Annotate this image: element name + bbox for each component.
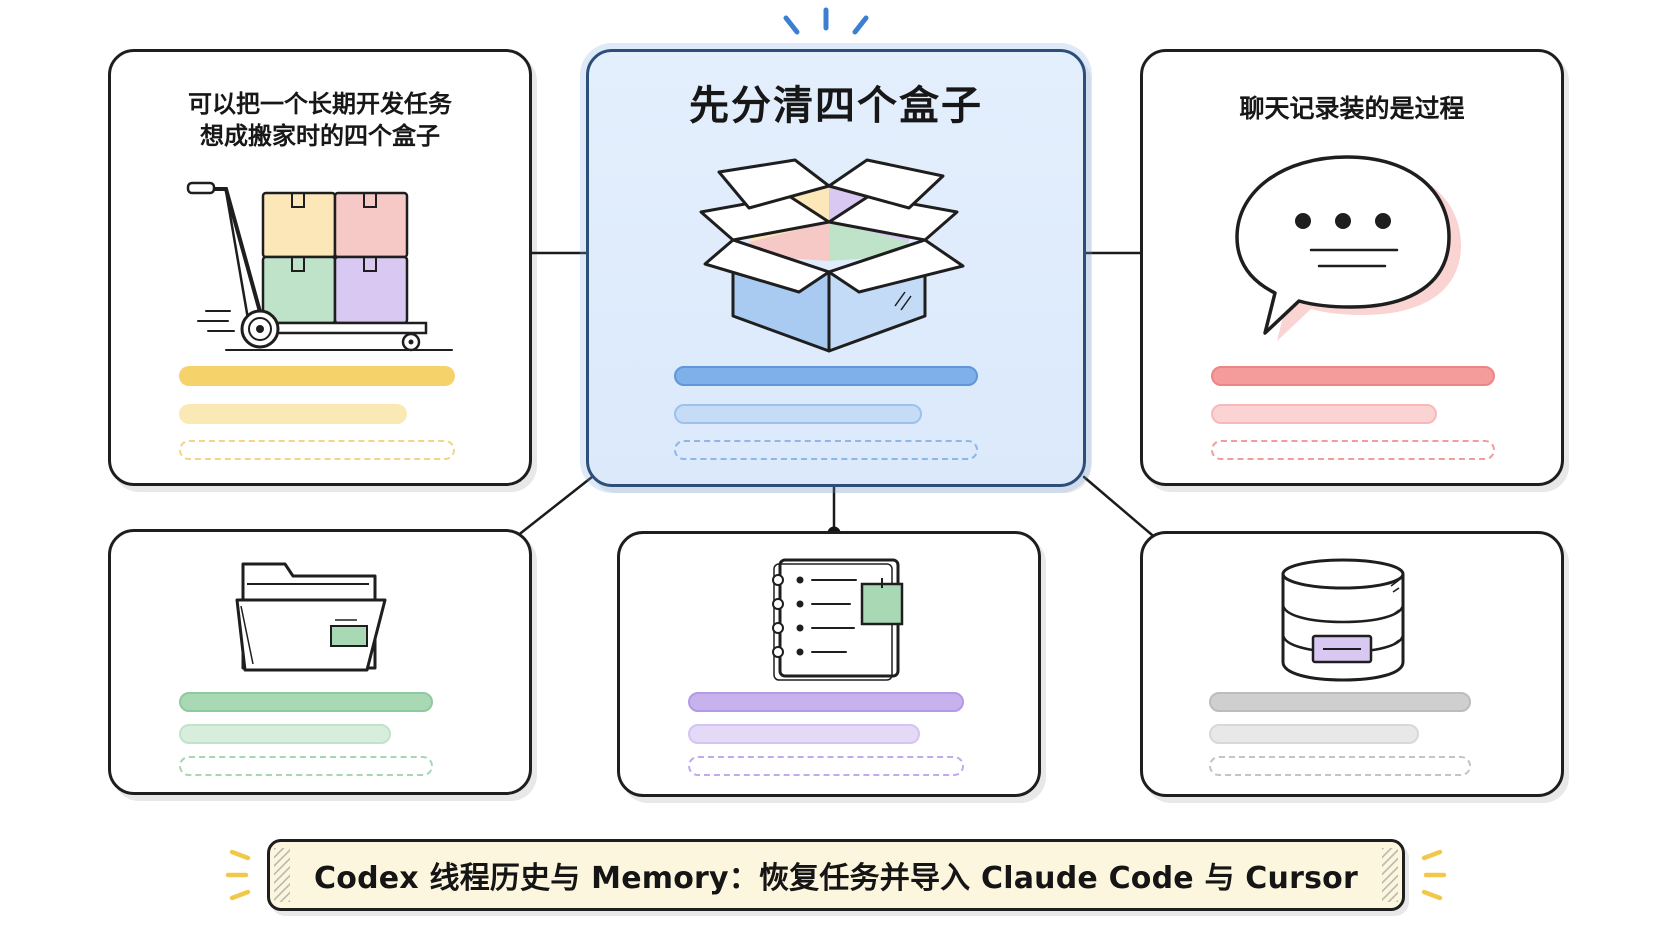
hand-truck-with-boxes-icon: [186, 181, 453, 352]
footer-hatch-left: [274, 848, 290, 902]
card-four-boxes: 先分清四个盒子: [586, 49, 1086, 487]
bar-primary-blue: [674, 366, 978, 386]
bar-primary-gray: [1209, 692, 1471, 712]
bar-secondary-red: [1211, 404, 1437, 424]
bar-placeholder-purple: [688, 756, 964, 776]
bar-placeholder-green: [179, 756, 433, 776]
card-title-line-1: 可以把一个长期开发任务: [188, 90, 452, 118]
notebook-icon: [772, 558, 904, 681]
card-notebook: [617, 531, 1041, 797]
footer-hatch-right: [1382, 848, 1398, 902]
card-database: [1140, 531, 1564, 797]
bar-secondary-green: [179, 724, 391, 744]
card-title-four-boxes: 先分清四个盒子: [689, 83, 983, 129]
bar-secondary-purple: [688, 724, 920, 744]
card-title-long-term-task: 可以把一个长期开发任务 想成搬家时的四个盒子: [111, 89, 529, 152]
bar-placeholder-gray: [1209, 756, 1471, 776]
folder-icon: [235, 562, 387, 672]
bar-secondary-yellow: [179, 404, 407, 424]
speech-bubble-icon: [1235, 155, 1461, 341]
footer-banner: Codex 线程历史与 Memory：恢复任务并导入 Claude Code 与…: [267, 839, 1405, 911]
bar-placeholder-red: [1211, 440, 1495, 460]
connector-bottom-right: [1082, 475, 1160, 542]
open-box-icon: [699, 158, 965, 353]
card-title-line-2: 想成搬家时的四个盒子: [200, 121, 440, 150]
bar-placeholder-blue: [674, 440, 978, 460]
bar-secondary-gray: [1209, 724, 1419, 744]
database-icon: [1281, 558, 1405, 682]
bar-primary-red: [1211, 366, 1495, 386]
bar-primary-yellow: [179, 366, 455, 386]
bar-secondary-blue: [674, 404, 922, 424]
footer-title: Codex 线程历史与 Memory：恢复任务并导入 Claude Code 与…: [314, 861, 1358, 896]
bar-placeholder-yellow: [179, 440, 455, 460]
card-long-term-task: 可以把一个长期开发任务 想成搬家时的四个盒子: [108, 49, 532, 486]
card-folder: [108, 529, 532, 795]
sparkle-marks: [783, 7, 869, 35]
card-chat-history: 聊天记录装的是过程: [1140, 49, 1564, 486]
bar-primary-purple: [688, 692, 964, 712]
connector-bottom-left: [510, 475, 594, 542]
bar-primary-green: [179, 692, 433, 712]
card-title-chat-history: 聊天记录装的是过程: [1239, 94, 1465, 123]
